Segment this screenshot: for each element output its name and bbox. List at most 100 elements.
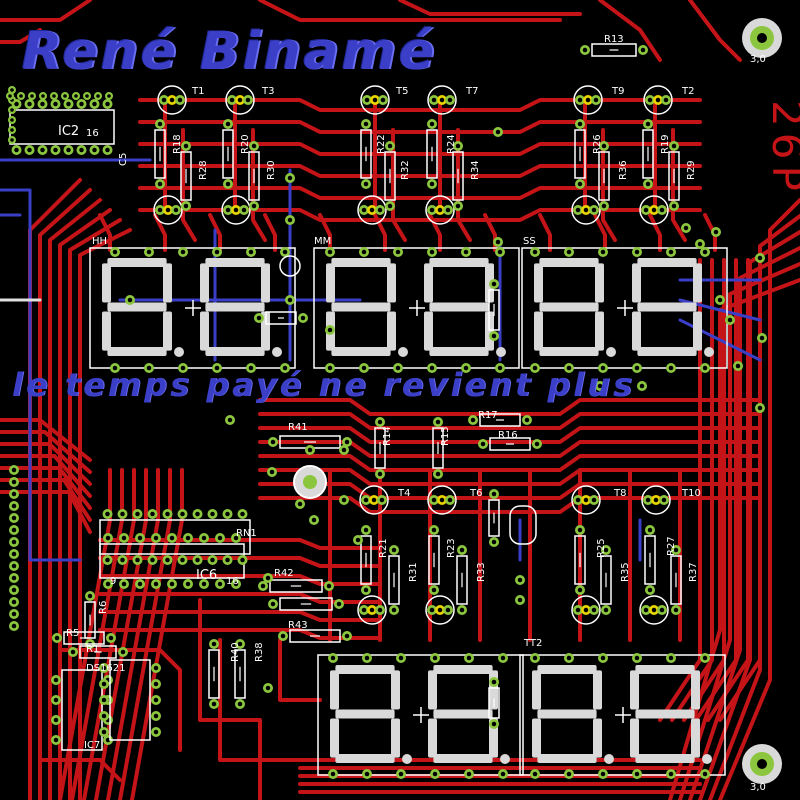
transistor-outline: [357, 595, 387, 625]
pad-hole: [265, 685, 271, 691]
pad-hole: [491, 333, 497, 339]
pad-hole: [245, 97, 251, 103]
transistor-label: T3: [262, 86, 275, 97]
pad-hole: [53, 101, 58, 107]
pad-hole: [105, 557, 110, 563]
pad-hole: [445, 607, 451, 613]
segment: [635, 665, 695, 674]
resistor-label: R22: [376, 134, 387, 154]
pad-hole: [11, 503, 17, 509]
pad-hole: [225, 557, 230, 563]
segment: [595, 263, 604, 303]
pad-hole: [53, 697, 59, 703]
segment: [428, 718, 437, 758]
pad-hole: [600, 365, 606, 371]
trace: [658, 258, 702, 722]
ic7-body: [61, 669, 103, 751]
chip-label-rn1: RN1: [236, 528, 257, 539]
pad-hole: [169, 97, 175, 103]
pad-hole: [661, 497, 667, 503]
pad-hole: [491, 491, 497, 497]
pad-hole: [79, 147, 84, 153]
trace: [678, 262, 800, 800]
pad-hole: [256, 315, 262, 321]
resistor-label: R38: [254, 642, 265, 662]
trace: [398, 0, 582, 16]
pad-hole: [597, 383, 603, 389]
resistor-body: [598, 151, 610, 201]
pad-hole: [101, 729, 107, 735]
resistor-label: R25: [596, 538, 607, 558]
pad-hole: [137, 581, 143, 587]
resistor-label: R5: [66, 628, 80, 639]
pad-hole: [153, 697, 159, 703]
trace: [258, 412, 762, 430]
trace: [138, 142, 702, 156]
resistor-body: [222, 129, 234, 179]
resistor-label: R28: [198, 160, 209, 180]
decimal-point: [402, 754, 412, 764]
segment: [102, 311, 111, 351]
pad-hole: [583, 207, 589, 213]
trace: [28, 298, 82, 562]
trace: [694, 258, 738, 722]
pad-hole: [120, 511, 125, 517]
pad-hole: [14, 101, 19, 107]
pad-hole: [361, 365, 367, 371]
pad-hole: [153, 581, 159, 587]
resistor-label: R1: [86, 644, 100, 655]
trace: [138, 208, 702, 222]
pad-hole: [432, 771, 438, 777]
segment: [107, 258, 167, 267]
pad-hole: [387, 203, 393, 209]
pad-hole: [600, 249, 606, 255]
trace: [258, 482, 762, 500]
resistor-label: R21: [378, 538, 389, 558]
resistor-body: [388, 555, 400, 605]
pad-hole: [11, 467, 17, 473]
display-outline: [317, 654, 524, 776]
pad-hole: [27, 101, 32, 107]
pad-hole: [577, 97, 583, 103]
trace: [718, 198, 800, 800]
pad-hole: [137, 535, 143, 541]
resistor-label: R35: [620, 562, 631, 582]
resistor-body: [426, 129, 438, 179]
segment: [630, 718, 639, 758]
pad-hole: [480, 441, 486, 447]
pad-hole: [398, 771, 404, 777]
pad-hole: [697, 241, 703, 247]
resistor-label: R29: [686, 160, 697, 180]
segment: [200, 263, 209, 303]
transistor-outline: [359, 485, 389, 515]
trace: [258, 0, 562, 22]
trace: [138, 186, 702, 200]
pad-hole: [66, 147, 71, 153]
chip-label-c5: C5: [118, 152, 129, 166]
transistor-outline: [571, 485, 601, 515]
pad-hole: [214, 249, 220, 255]
segment: [163, 311, 172, 351]
resistor-body: [154, 129, 166, 179]
pad-hole: [105, 101, 110, 107]
segment: [632, 263, 641, 303]
segment: [261, 263, 270, 303]
transistor-label: T5: [396, 86, 409, 97]
resistor-body: [360, 535, 372, 585]
pad-hole: [369, 207, 375, 213]
pad-hole: [157, 207, 163, 213]
pad-hole: [8, 94, 12, 98]
pad-hole: [146, 365, 152, 371]
trace: [601, 128, 617, 242]
chip-pin-ic2: 16: [86, 128, 99, 139]
segment: [693, 263, 702, 303]
segment: [433, 754, 493, 763]
rn1-body: [99, 519, 251, 555]
resistor-label: R26: [592, 134, 603, 154]
pad-hole: [153, 713, 159, 719]
trace: [0, 478, 92, 522]
pad-hole: [757, 255, 763, 261]
segment: [107, 302, 167, 312]
pad-hole: [364, 771, 370, 777]
segment: [102, 263, 111, 303]
